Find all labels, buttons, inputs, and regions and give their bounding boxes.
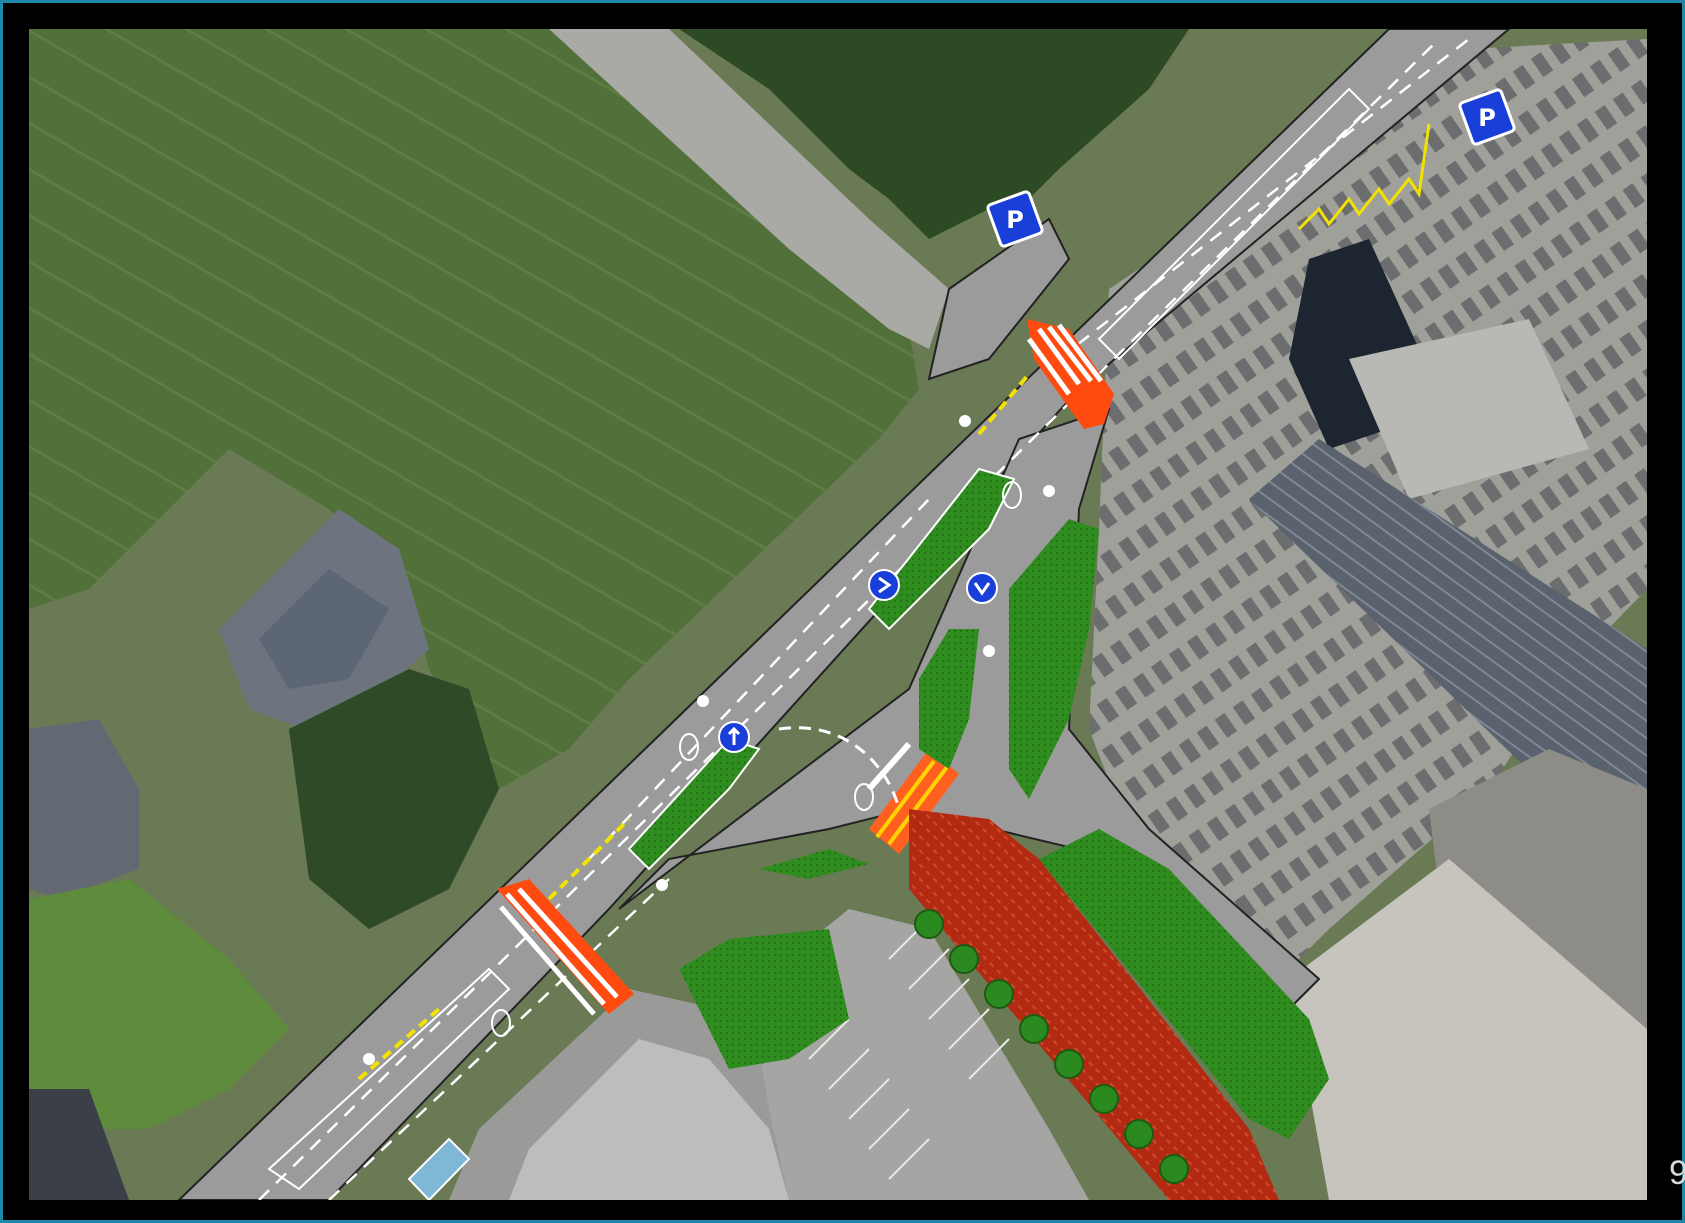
lane-markings [258, 38, 1470, 1200]
long-roof-building [1249, 439, 1647, 829]
keep-right-sign-icon [718, 721, 750, 753]
keep-right-sign-icon [868, 569, 900, 601]
parking-sign-icon: P [986, 190, 1044, 248]
traffic-island-upper [867, 467, 1016, 631]
green-area-lower-right [1039, 829, 1329, 1139]
page-number: 9 [1669, 1154, 1685, 1192]
yellow-bike-marking-mid [547, 817, 631, 901]
garden-lawn-left [29, 879, 289, 1129]
courtyard-lower-right [1289, 859, 1647, 1200]
crosswalk-side [869, 749, 959, 854]
tree-cluster-top [679, 29, 1189, 239]
tree-row [914, 909, 1189, 1184]
hatched-areas [267, 87, 1371, 1200]
turn-lane-curve [778, 726, 901, 810]
grass-field [29, 29, 919, 789]
traffic-island-center [919, 629, 979, 769]
aerial-map: P P [29, 29, 1647, 1200]
stop-line [866, 742, 912, 791]
building-square-right [1349, 319, 1589, 499]
house-roof-solar [259, 569, 389, 689]
garden-trees-left [289, 669, 499, 929]
yellow-bike-marking-top [977, 372, 1031, 436]
traffic-island-mid [627, 737, 761, 871]
svg-text:P: P [1478, 104, 1496, 132]
yellow-zigzag [1297, 123, 1431, 231]
pedestrian-symbol-icon [363, 415, 1055, 1065]
traffic-island-right [1009, 519, 1099, 799]
building-bottom-left [29, 1089, 129, 1200]
green-area-small [759, 849, 869, 879]
keep-right-sign-icon [966, 572, 998, 604]
parking-sign-icon: P [1458, 88, 1516, 146]
parking-strip-top [549, 29, 949, 349]
building-far-left [29, 719, 139, 899]
red-plaza [909, 809, 1279, 1200]
crosswalk-top [1026, 319, 1114, 429]
green-area-lower-left [679, 929, 849, 1069]
yellow-bike-marking-low [357, 1007, 441, 1081]
building-bottom-center-roof [509, 1039, 789, 1200]
svg-text:P: P [1006, 206, 1024, 234]
crosswalk-bottom [497, 879, 634, 1016]
